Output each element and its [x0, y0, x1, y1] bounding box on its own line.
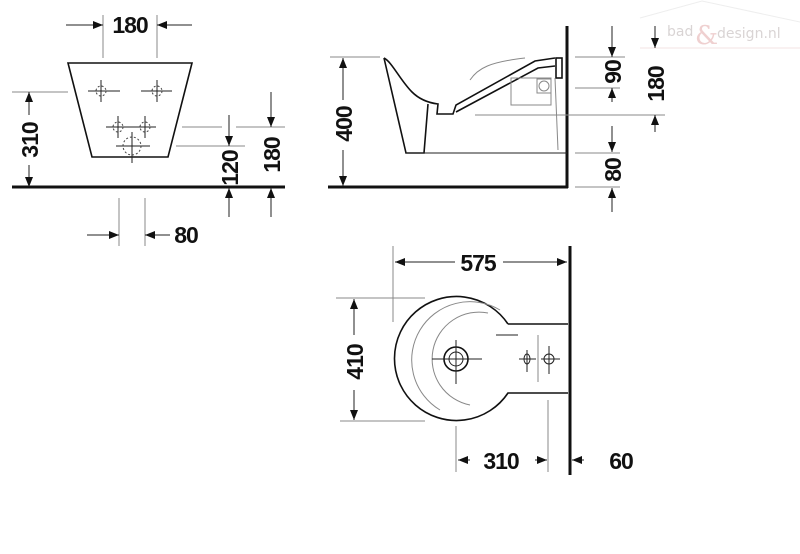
svg-text:design.nl: design.nl — [717, 26, 781, 42]
dim-180-side: 180 — [643, 66, 669, 102]
svg-text:&: & — [695, 21, 718, 51]
dim-60: 60 — [609, 448, 633, 474]
dim-310-top: 310 — [483, 448, 519, 474]
side-view: 400 90 180 80 — [328, 26, 669, 212]
dim-575: 575 — [460, 250, 497, 276]
dim-180-right: 180 — [259, 137, 285, 173]
bidet-side-outline — [383, 57, 567, 154]
front-outline — [66, 62, 194, 158]
dim-80-front: 80 — [174, 222, 198, 248]
dim-90: 90 — [600, 60, 626, 84]
dim-80-side: 80 — [600, 158, 626, 182]
hidden-details — [469, 57, 559, 151]
dim-410: 410 — [342, 344, 368, 380]
top-view: 575 410 310 60 — [336, 246, 634, 475]
hole-markers — [88, 80, 172, 163]
front-view: 180 310 120 180 80 — [12, 12, 285, 248]
brand-logo: bad & design.nl — [639, 0, 800, 51]
dim-310: 310 — [17, 122, 43, 158]
svg-text:bad: bad — [667, 24, 693, 40]
dim-400: 400 — [331, 106, 357, 142]
dim-180-top: 180 — [112, 12, 148, 38]
dim-120: 120 — [217, 150, 243, 186]
bidet-top-outline — [393, 295, 568, 422]
